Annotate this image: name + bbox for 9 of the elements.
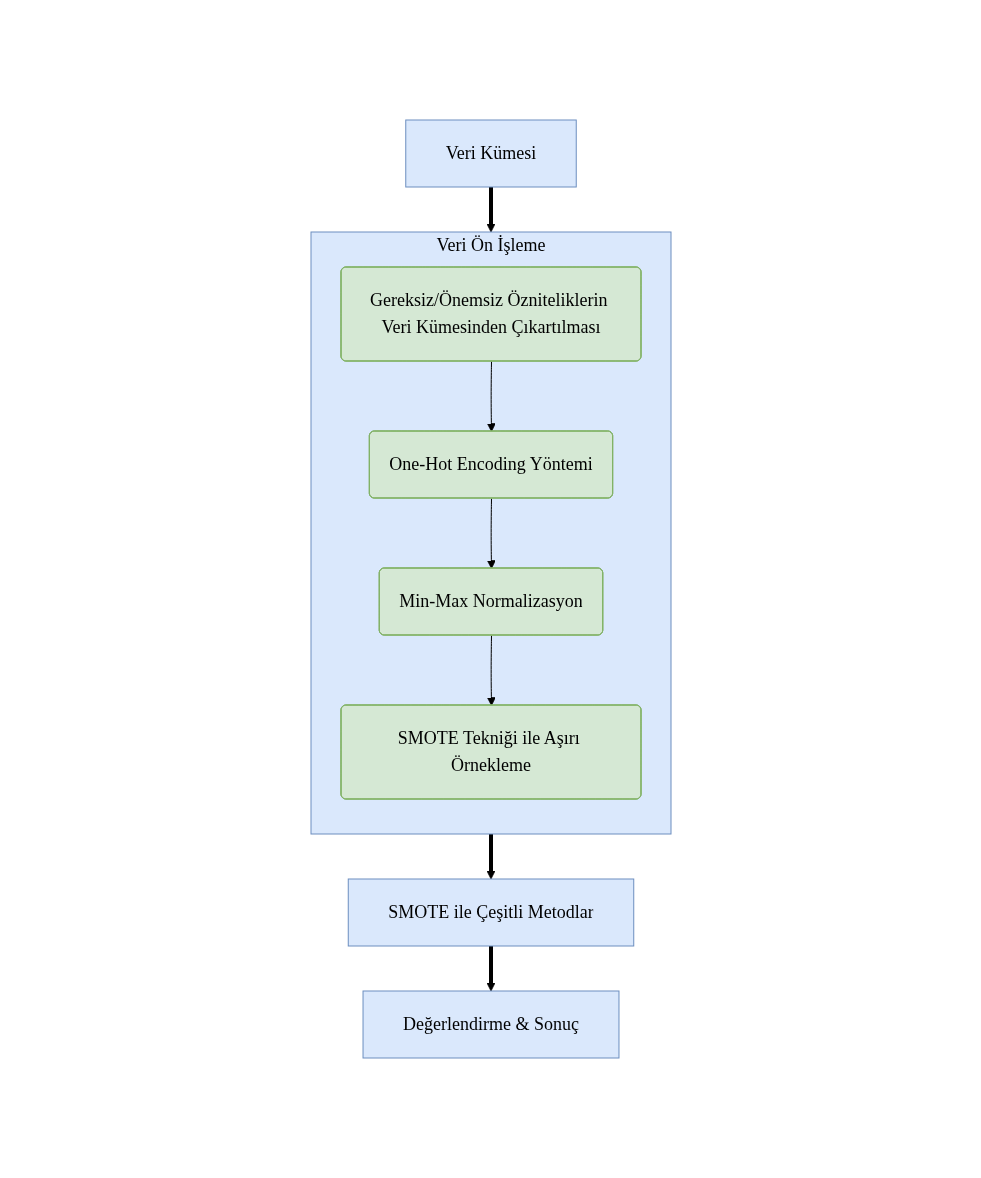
arrow	[486, 635, 496, 706]
node-box: Veri Kümesi	[404, 119, 577, 188]
arrow	[486, 498, 496, 569]
arrow	[486, 187, 495, 233]
node-box: Değerlendirme & Sonuç	[362, 990, 619, 1059]
node-box: SMOTE ile Çeşitli Metodlar	[347, 878, 634, 947]
arrow	[486, 361, 496, 432]
arrow	[486, 834, 495, 880]
arrow	[486, 946, 495, 992]
